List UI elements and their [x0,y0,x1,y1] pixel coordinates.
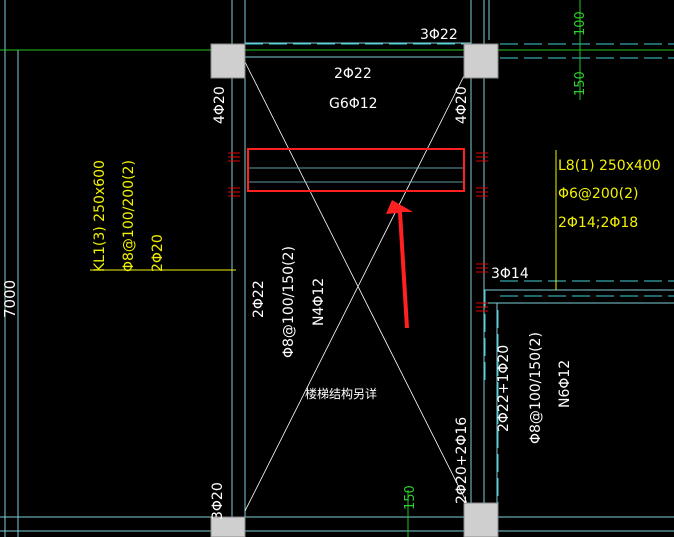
dashed-lines [245,43,674,510]
columns [210,43,499,537]
red-marks [228,152,488,312]
red-arrow [386,200,413,328]
label-mid-bar3: N4Φ12 [311,278,327,326]
label-right-bar2: Φ8@100/150(2) [528,332,544,444]
label-beam-top: 2Φ22 [334,66,372,82]
highlight-box[interactable] [247,148,465,192]
label-l8-bars: 2Φ14;2Φ18 [558,215,638,231]
label-bottom-right: 2Φ20+2Φ16 [454,417,470,504]
label-mid-bar1: 2Φ22 [251,280,267,318]
white-labels: 3Φ22 2Φ22 G6Φ12 4Φ20 4Φ20 3Φ14 2Φ22 Φ8@1… [1,27,573,520]
label-l8-stirrup: Φ6@200(2) [558,186,638,202]
label-kl-top: 2Φ20 [150,234,166,272]
label-col-right-top: 4Φ20 [454,86,470,124]
label-dim-100: 100 [573,11,588,36]
label-dim-150-bottom: 150 [403,485,418,510]
label-mid-bar2: Φ8@100/150(2) [281,246,297,358]
label-kl-name: KL1(3) 250x600 [92,160,108,272]
label-right-bar1: 2Φ22+1Φ20 [496,345,512,432]
column [463,502,499,537]
label-col-left-top: 4Φ20 [212,86,228,124]
l8-leader [90,150,557,290]
label-right-bar3: N6Φ12 [557,360,573,408]
label-right-rebar: 3Φ14 [491,266,529,282]
label-kl-stirrup: Φ8@100/200(2) [121,160,137,272]
label-bottom-left: 3Φ20 [210,482,226,520]
label-beam-torsion: G6Φ12 [329,96,378,112]
label-dim-150-top: 150 [573,71,588,96]
label-stair-note: 楼梯结构另详 [305,386,377,401]
label-top-rebar: 3Φ22 [420,27,458,43]
green-labels: 100 150 150 [403,11,588,510]
stair-cross [244,61,472,512]
yellow-labels: KL1(3) 250x600 Φ8@100/200(2) 2Φ20 L8(1) … [92,158,661,272]
label-dim-7000: 7000 [1,280,19,318]
column [210,516,246,537]
column [463,43,499,79]
column [210,43,246,79]
label-l8-name: L8(1) 250x400 [558,158,661,174]
